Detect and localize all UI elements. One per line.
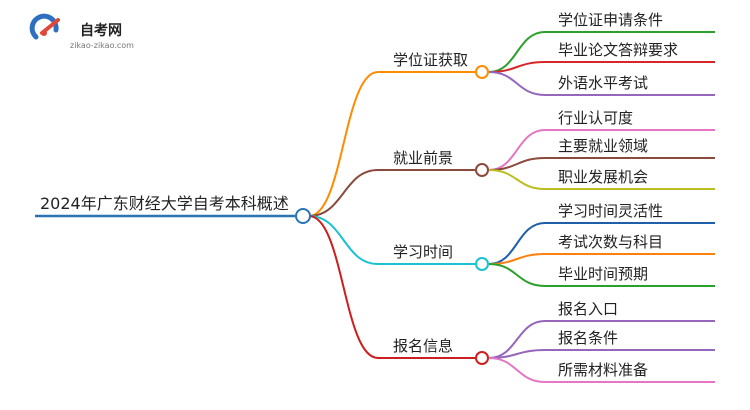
leaf-label[interactable]: 行业认可度 bbox=[558, 109, 633, 127]
edge-branch-to-leaf bbox=[488, 169, 715, 190]
branch-label[interactable]: 就业前景 bbox=[393, 149, 453, 167]
branch-node[interactable] bbox=[475, 351, 489, 365]
edge-branch-to-leaf bbox=[488, 31, 715, 73]
leaf-label[interactable]: 报名条件 bbox=[558, 329, 618, 347]
branch-label[interactable]: 学位证获取 bbox=[393, 51, 468, 69]
branch-label[interactable]: 报名信息 bbox=[393, 337, 453, 355]
edge-branch-to-leaf bbox=[488, 222, 715, 265]
leaf-label[interactable]: 学习时间灵活性 bbox=[558, 202, 663, 220]
root-node[interactable] bbox=[295, 208, 311, 224]
leaf-label[interactable]: 主要就业领域 bbox=[558, 137, 648, 155]
leaf-label[interactable]: 毕业时间预期 bbox=[558, 265, 648, 283]
leaf-label[interactable]: 职业发展机会 bbox=[558, 168, 648, 186]
leaf-label[interactable]: 所需材料准备 bbox=[558, 361, 648, 379]
edge-branch-to-leaf bbox=[488, 357, 715, 383]
leaf-label[interactable]: 考试次数与科目 bbox=[558, 233, 663, 251]
leaf-label[interactable]: 学位证申请条件 bbox=[558, 11, 663, 29]
logo-icon bbox=[29, 13, 60, 40]
edge-root-to-branch bbox=[308, 215, 475, 265]
site-logo[interactable]: 自考网 zikao-zikao.com bbox=[29, 13, 134, 50]
branch-node[interactable] bbox=[475, 65, 489, 79]
branch-node[interactable] bbox=[475, 163, 489, 177]
edge-branch-to-leaf bbox=[488, 71, 715, 96]
edge-branch-to-leaf bbox=[488, 253, 715, 265]
branch-label[interactable]: 学习时间 bbox=[393, 243, 453, 261]
edge-root-to-branch bbox=[308, 215, 475, 359]
connector-lines bbox=[35, 31, 715, 383]
branch-node[interactable] bbox=[475, 257, 489, 271]
leaf-label[interactable]: 报名入口 bbox=[558, 300, 618, 318]
edge-branch-to-leaf bbox=[488, 320, 715, 359]
leaf-label[interactable]: 毕业论文答辩要求 bbox=[558, 41, 678, 59]
edge-branch-to-leaf bbox=[488, 263, 715, 287]
edge-branch-to-leaf bbox=[488, 349, 715, 359]
edge-root-to-branch bbox=[308, 169, 475, 217]
edge-root-to-branch bbox=[308, 71, 475, 217]
logo-title: 自考网 bbox=[80, 22, 122, 39]
leaf-label[interactable]: 外语水平考试 bbox=[558, 74, 648, 92]
logo-url: zikao-zikao.com bbox=[70, 41, 134, 50]
edge-branch-to-leaf bbox=[488, 61, 715, 73]
edge-branch-to-leaf bbox=[488, 129, 715, 171]
root-label[interactable]: 2024年广东财经大学自考本科概述 bbox=[40, 194, 289, 213]
edge-branch-to-leaf bbox=[488, 157, 715, 171]
